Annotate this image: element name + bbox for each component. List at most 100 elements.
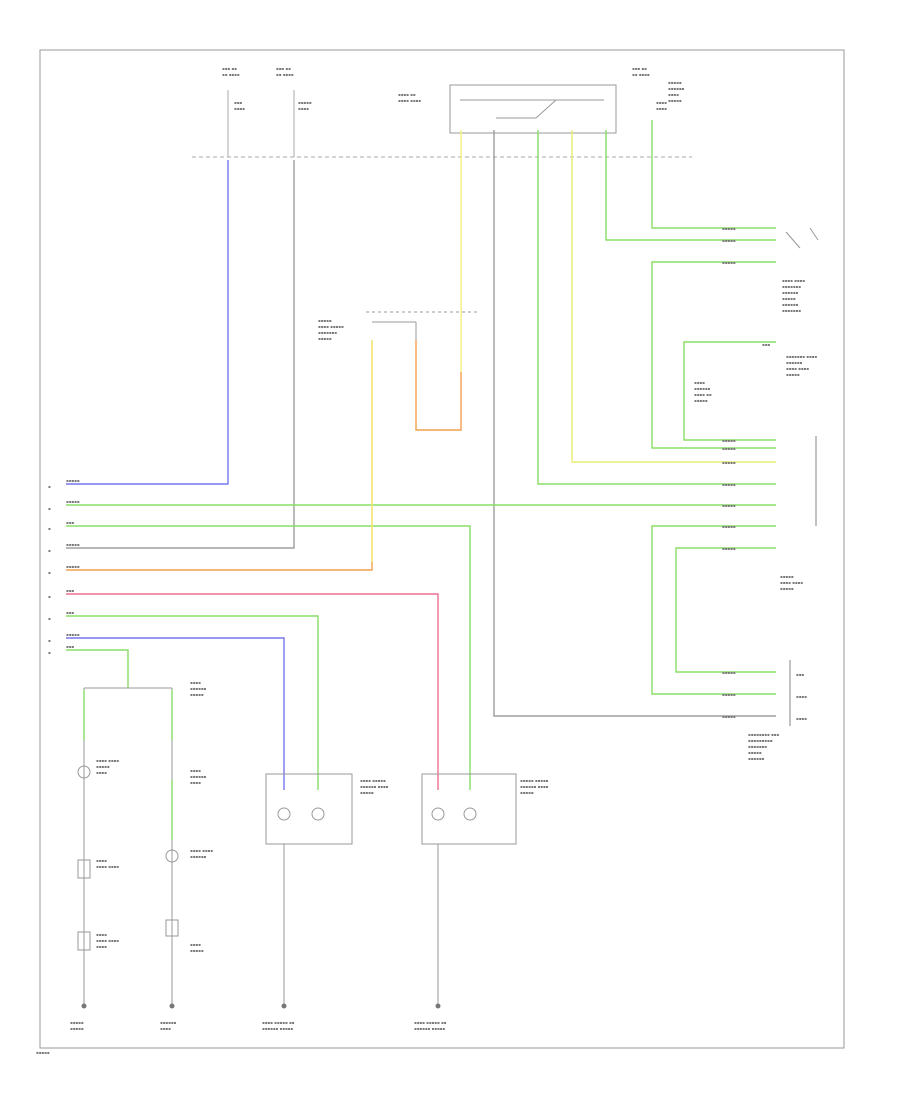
svg-text:▪: ▪ bbox=[48, 506, 51, 511]
wire-yellow-2 bbox=[571, 130, 776, 463]
svg-text:▪▪▪▪: ▪▪▪▪ bbox=[796, 694, 807, 699]
svg-text:▪▪▪▪▪: ▪▪▪▪▪ bbox=[722, 692, 736, 697]
svg-text:▪▪ ▪▪▪▪: ▪▪ ▪▪▪▪ bbox=[222, 72, 240, 77]
footer-mark: ▪▪▪▪▪ bbox=[36, 1050, 50, 1055]
svg-text:▪▪▪▪▪: ▪▪▪▪▪ bbox=[694, 398, 708, 403]
svg-text:▪▪▪: ▪▪▪ bbox=[234, 100, 242, 105]
wire-green-11 bbox=[66, 649, 129, 688]
svg-text:▪▪▪▪: ▪▪▪▪ bbox=[656, 106, 667, 111]
svg-text:▪▪▪▪▪▪▪▪ ▪▪▪: ▪▪▪▪▪▪▪▪ ▪▪▪ bbox=[748, 732, 779, 737]
svg-text:▪▪▪▪▪: ▪▪▪▪▪ bbox=[748, 750, 762, 755]
svg-text:▪▪▪▪ ▪▪▪▪▪: ▪▪▪▪ ▪▪▪▪▪ bbox=[318, 324, 344, 329]
svg-text:▪▪▪▪▪: ▪▪▪▪▪ bbox=[722, 503, 736, 508]
wire-green-8 bbox=[651, 525, 776, 695]
wire-pink-1 bbox=[66, 593, 439, 790]
svg-text:▪▪▪▪▪▪: ▪▪▪▪▪▪ bbox=[190, 686, 207, 691]
svg-text:▪▪▪: ▪▪▪ bbox=[66, 588, 74, 593]
svg-text:▪▪▪▪ ▪▪▪▪: ▪▪▪▪ ▪▪▪▪ bbox=[782, 278, 805, 283]
svg-text:▪▪▪▪: ▪▪▪▪ bbox=[96, 932, 107, 937]
svg-text:▪▪▪: ▪▪▪ bbox=[762, 342, 770, 347]
svg-text:▪▪▪▪▪: ▪▪▪▪▪ bbox=[190, 692, 204, 697]
svg-text:▪▪▪: ▪▪▪ bbox=[796, 672, 804, 677]
svg-text:▪▪▪ ▪▪: ▪▪▪ ▪▪ bbox=[632, 66, 647, 71]
lamp-box-left bbox=[265, 773, 353, 1004]
svg-text:▪▪▪▪▪▪: ▪▪▪▪▪▪ bbox=[694, 386, 711, 391]
svg-text:▪▪▪▪ ▪▪▪▪: ▪▪▪▪ ▪▪▪▪ bbox=[190, 848, 213, 853]
svg-text:▪: ▪ bbox=[48, 616, 51, 621]
wire-green-4 bbox=[651, 261, 776, 449]
switch-label: ▪▪▪▪ ▪▪▪▪▪▪▪▪▪▪▪ ▪▪▪▪▪▪▪▪▪▪▪ ▪▪▪▪▪▪▪▪▪▪▪… bbox=[782, 278, 805, 313]
svg-text:▪: ▪ bbox=[48, 650, 51, 655]
svg-text:▪▪▪▪▪: ▪▪▪▪▪ bbox=[722, 226, 736, 231]
svg-text:▪▪▪▪▪ ▪▪▪▪▪: ▪▪▪▪▪ ▪▪▪▪▪ bbox=[520, 778, 549, 783]
lamp-box-right bbox=[421, 773, 517, 1004]
svg-text:▪▪▪▪▪: ▪▪▪▪▪ bbox=[318, 336, 332, 341]
wire-green-7 bbox=[66, 525, 471, 790]
svg-text:▪▪▪▪▪: ▪▪▪▪▪ bbox=[722, 714, 736, 719]
svg-text:▪▪▪▪▪▪▪ ▪▪▪▪: ▪▪▪▪▪▪▪ ▪▪▪▪ bbox=[786, 354, 817, 359]
svg-text:▪▪▪: ▪▪▪ bbox=[66, 610, 74, 615]
svg-text:▪▪▪▪▪▪: ▪▪▪▪▪▪ bbox=[190, 774, 207, 779]
wire-blue-2 bbox=[66, 637, 285, 790]
wire-gray-1 bbox=[66, 160, 295, 549]
svg-text:▪▪▪▪: ▪▪▪▪ bbox=[96, 858, 107, 863]
svg-text:▪▪▪▪▪▪: ▪▪▪▪▪▪ bbox=[748, 756, 765, 761]
fuse-labels: ▪▪▪ ▪▪▪▪ ▪▪▪▪ ▪▪▪ ▪▪▪▪ ▪▪▪▪ ▪▪▪ ▪▪▪▪ ▪▪▪… bbox=[222, 66, 685, 111]
sensor-labels: ▪▪▪ ▪▪▪▪▪▪▪ ▪▪▪▪▪▪▪▪▪▪ ▪▪▪▪ ▪▪▪▪▪▪▪▪▪ ▪▪… bbox=[694, 342, 817, 403]
svg-text:▪▪▪▪▪: ▪▪▪▪▪ bbox=[66, 564, 80, 569]
lamp-labels: ▪▪▪▪ ▪▪▪▪▪▪▪▪▪▪▪ ▪▪▪▪▪▪▪▪▪ ▪▪▪▪▪ ▪▪▪▪▪▪▪… bbox=[96, 680, 549, 953]
svg-text:▪: ▪ bbox=[48, 570, 51, 575]
diagram-frame bbox=[39, 49, 845, 1049]
svg-text:▪▪▪▪▪: ▪▪▪▪▪ bbox=[668, 98, 682, 103]
wire-blue-1 bbox=[66, 160, 229, 485]
wire-green-1 bbox=[537, 130, 776, 485]
svg-text:▪▪▪▪: ▪▪▪▪ bbox=[298, 106, 309, 111]
relay-switch-symbol bbox=[460, 99, 604, 119]
svg-text:▪▪▪▪: ▪▪▪▪ bbox=[160, 1026, 171, 1031]
ground-symbol bbox=[81, 1003, 441, 1009]
wire-green-3 bbox=[651, 120, 776, 229]
svg-text:▪▪▪▪▪▪ ▪▪▪▪▪: ▪▪▪▪▪▪ ▪▪▪▪▪ bbox=[262, 1026, 293, 1031]
svg-text:▪▪▪▪ ▪▪▪▪: ▪▪▪▪ ▪▪▪▪ bbox=[398, 98, 421, 103]
svg-text:▪▪▪▪▪▪ ▪▪▪▪: ▪▪▪▪▪▪ ▪▪▪▪ bbox=[360, 784, 389, 789]
svg-text:▪▪▪▪▪▪ ▪▪▪▪: ▪▪▪▪▪▪ ▪▪▪▪ bbox=[520, 784, 549, 789]
wire-orange-2 bbox=[415, 340, 462, 431]
svg-text:▪▪▪▪▪: ▪▪▪▪▪ bbox=[66, 632, 80, 637]
svg-text:▪▪▪▪▪▪▪: ▪▪▪▪▪▪▪ bbox=[782, 284, 801, 289]
svg-text:▪: ▪ bbox=[48, 594, 51, 599]
svg-text:▪▪▪ ▪▪: ▪▪▪ ▪▪ bbox=[222, 66, 237, 71]
svg-text:▪▪▪▪▪: ▪▪▪▪▪ bbox=[66, 478, 80, 483]
svg-text:▪▪▪▪▪: ▪▪▪▪▪ bbox=[318, 318, 332, 323]
svg-text:▪: ▪ bbox=[48, 638, 51, 643]
svg-text:▪▪▪▪▪: ▪▪▪▪▪ bbox=[66, 542, 80, 547]
svg-text:▪▪▪▪▪: ▪▪▪▪▪ bbox=[722, 482, 736, 487]
svg-text:▪: ▪ bbox=[48, 526, 51, 531]
wire-green-5 bbox=[683, 341, 776, 441]
svg-text:▪▪▪▪: ▪▪▪▪ bbox=[190, 680, 201, 685]
svg-text:▪▪▪▪▪: ▪▪▪▪▪ bbox=[66, 499, 80, 504]
svg-text:▪▪▪▪: ▪▪▪▪ bbox=[96, 770, 107, 775]
right-bottom-labels: ▪▪▪▪▪▪▪▪▪ ▪▪▪▪▪▪▪▪▪ ▪▪▪▪▪▪▪▪ ▪▪▪▪▪▪▪▪▪▪▪… bbox=[748, 574, 807, 761]
left-terminal-labels: ▪ ▪ ▪ ▪ ▪ ▪ ▪ ▪ ▪ bbox=[48, 484, 51, 655]
svg-text:▪▪▪▪▪: ▪▪▪▪▪ bbox=[722, 460, 736, 465]
svg-text:▪▪▪▪▪: ▪▪▪▪▪ bbox=[722, 260, 736, 265]
svg-text:▪▪▪▪▪: ▪▪▪▪▪ bbox=[780, 574, 794, 579]
svg-text:▪▪▪▪▪▪: ▪▪▪▪▪▪ bbox=[782, 290, 799, 295]
svg-text:▪▪▪▪▪: ▪▪▪▪▪ bbox=[722, 446, 736, 451]
svg-text:▪▪▪▪: ▪▪▪▪ bbox=[190, 780, 201, 785]
svg-text:▪▪▪▪▪: ▪▪▪▪▪ bbox=[722, 670, 736, 675]
svg-text:▪▪▪▪ ▪▪▪▪: ▪▪▪▪ ▪▪▪▪ bbox=[96, 758, 119, 763]
svg-text:▪▪▪▪ ▪▪▪▪: ▪▪▪▪ ▪▪▪▪ bbox=[96, 938, 119, 943]
svg-text:▪▪▪▪ ▪▪: ▪▪▪▪ ▪▪ bbox=[398, 92, 416, 97]
svg-text:▪▪▪▪ ▪▪: ▪▪▪▪ ▪▪ bbox=[694, 392, 712, 397]
wire-green-2 bbox=[605, 130, 776, 241]
svg-text:▪: ▪ bbox=[48, 548, 51, 553]
svg-text:▪▪▪▪▪: ▪▪▪▪▪ bbox=[96, 764, 110, 769]
svg-text:▪: ▪ bbox=[48, 484, 51, 489]
svg-text:▪▪▪▪: ▪▪▪▪ bbox=[96, 944, 107, 949]
svg-text:▪▪▪▪ ▪▪▪▪▪: ▪▪▪▪ ▪▪▪▪▪ bbox=[360, 778, 386, 783]
svg-text:▪▪▪: ▪▪▪ bbox=[66, 520, 74, 525]
svg-text:▪▪▪▪: ▪▪▪▪ bbox=[668, 92, 679, 97]
svg-text:▪▪▪▪▪: ▪▪▪▪▪ bbox=[722, 438, 736, 443]
